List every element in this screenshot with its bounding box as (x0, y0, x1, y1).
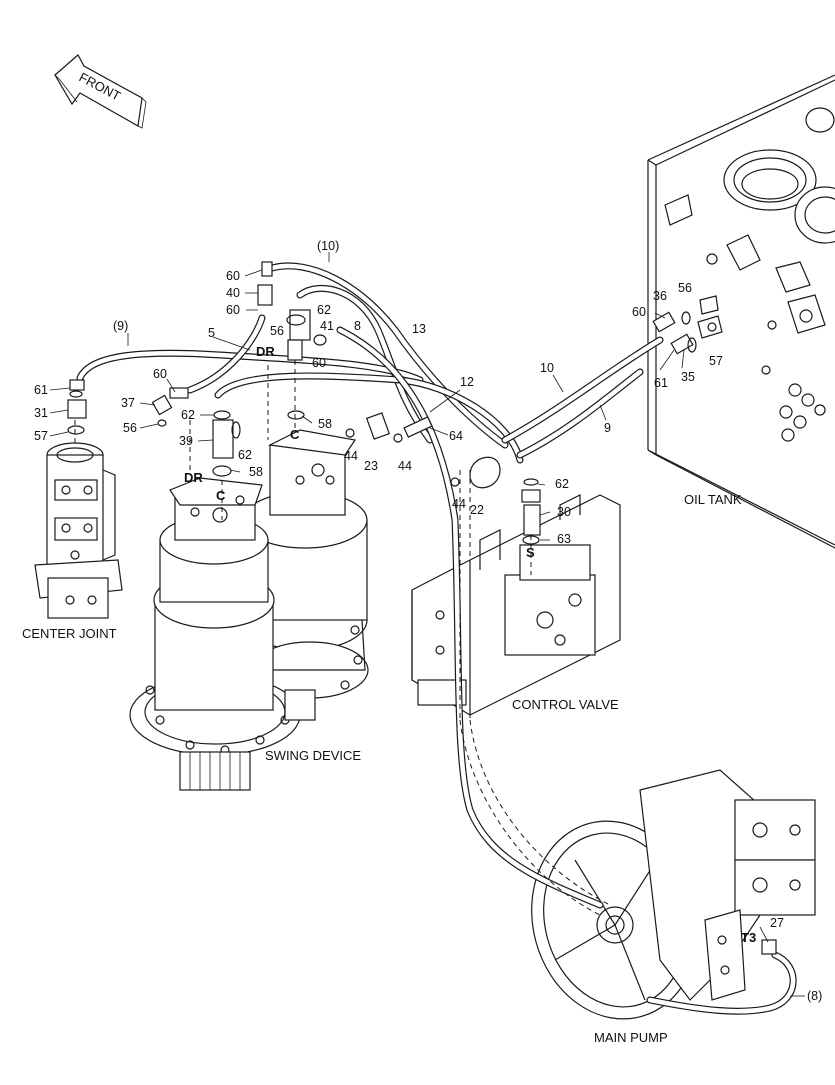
callout-58: 58 (249, 465, 263, 479)
callout-56: 56 (123, 421, 137, 435)
callout-27: 27 (770, 916, 784, 930)
callout-56: 56 (678, 281, 692, 295)
callout-8: 8 (354, 319, 361, 333)
label-center-joint: CENTER JOINT (22, 626, 117, 641)
label-oil-tank: OIL TANK (684, 492, 742, 507)
callout-62: 62 (555, 477, 569, 491)
callout-8-ref: (8) (807, 989, 822, 1003)
callout-13: 13 (412, 322, 426, 336)
leader-lines (49, 252, 805, 997)
port-dr-lower: DR (184, 470, 203, 485)
callout-35: 35 (681, 370, 695, 384)
callout-60: 60 (312, 356, 326, 370)
callout-10-ref: (10) (317, 239, 339, 253)
front-arrow-icon: FRONT (54, 54, 147, 129)
hoses (76, 262, 797, 1015)
port-s: S (526, 545, 535, 560)
callout-62: 62 (181, 408, 195, 422)
callout-39: 39 (179, 434, 193, 448)
center-joint (34, 442, 123, 619)
callout-9: 9 (604, 421, 611, 435)
callout-37: 37 (121, 396, 135, 410)
callout-57: 57 (709, 354, 723, 368)
callout-12: 12 (460, 375, 474, 389)
callout-31: 31 (34, 406, 48, 420)
callout-30: 30 (557, 505, 571, 519)
label-control-valve: CONTROL VALVE (512, 697, 619, 712)
callout-60: 60 (153, 367, 167, 381)
port-dr-upper: DR (256, 344, 275, 359)
swing-device (129, 429, 369, 791)
callout-40: 40 (226, 286, 240, 300)
part-callouts: (10) 60 40 60 62 41 56 8 13 60 5 (9) 61 … (34, 239, 822, 1003)
control-valve (411, 494, 621, 716)
main-pump (531, 769, 816, 1020)
callout-60: 60 (226, 269, 240, 283)
callout-61: 61 (654, 376, 668, 390)
label-swing-device: SWING DEVICE (265, 748, 361, 763)
fittings (67, 261, 777, 955)
callout-56: 56 (270, 324, 284, 338)
callout-36: 36 (653, 289, 667, 303)
callout-61: 61 (34, 383, 48, 397)
oil-tank (647, 74, 835, 549)
callout-44: 44 (398, 459, 412, 473)
callout-58: 58 (318, 417, 332, 431)
callout-5: 5 (208, 326, 215, 340)
callout-23: 23 (364, 459, 378, 473)
callout-41: 41 (320, 319, 334, 333)
callout-57: 57 (34, 429, 48, 443)
port-c-lower: C (216, 488, 226, 503)
callout-62: 62 (238, 448, 252, 462)
callout-9-ref: (9) (113, 319, 128, 333)
callout-64: 64 (449, 429, 463, 443)
callout-44: 44 (344, 449, 358, 463)
port-c-upper: C (290, 427, 300, 442)
port-t3: T3 (741, 930, 756, 945)
callout-60: 60 (226, 303, 240, 317)
callout-22: 22 (470, 503, 484, 517)
callout-62: 62 (317, 303, 331, 317)
callout-63: 63 (557, 532, 571, 546)
label-main-pump: MAIN PUMP (594, 1030, 668, 1045)
callout-10: 10 (540, 361, 554, 375)
callout-60: 60 (632, 305, 646, 319)
callout-44: 44 (452, 497, 466, 511)
